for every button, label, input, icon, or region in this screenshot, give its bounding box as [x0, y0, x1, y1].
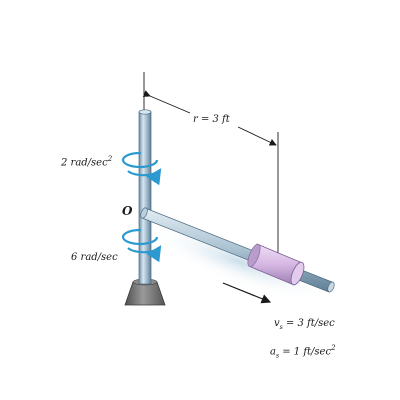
angular-velocity-label: 2 rad/sec2	[61, 153, 112, 169]
vertical-shaft	[138, 109, 152, 285]
acceleration-symbol: a	[270, 346, 276, 358]
angular-velocity-text: 2 rad/sec	[61, 157, 108, 169]
acceleration-subscript: s	[275, 352, 280, 360]
radius-dimension	[142, 72, 279, 256]
acceleration-label: as = 1 ft/sec2	[270, 342, 336, 362]
velocity-symbol: v	[274, 318, 280, 329]
sliding-collar	[247, 243, 305, 286]
velocity-label: vs = 3 ft/sec	[274, 318, 335, 334]
velocity-subscript: s	[279, 324, 283, 331]
velocity-arrow	[222, 282, 272, 304]
acceleration-value: = 1 ft/sec	[279, 346, 332, 358]
origin-label: O	[122, 204, 133, 218]
radius-label: r = 3 ft	[193, 114, 230, 125]
angular-acceleration-label: 6 rad/sec	[71, 252, 118, 263]
acceleration-exponent: 2	[331, 344, 336, 352]
angular-velocity-exponent: 2	[107, 155, 113, 163]
velocity-value: = 3 ft/sec	[282, 318, 335, 329]
angular-velocity-arrow	[121, 151, 162, 186]
angular-acceleration-arrow	[121, 228, 162, 263]
